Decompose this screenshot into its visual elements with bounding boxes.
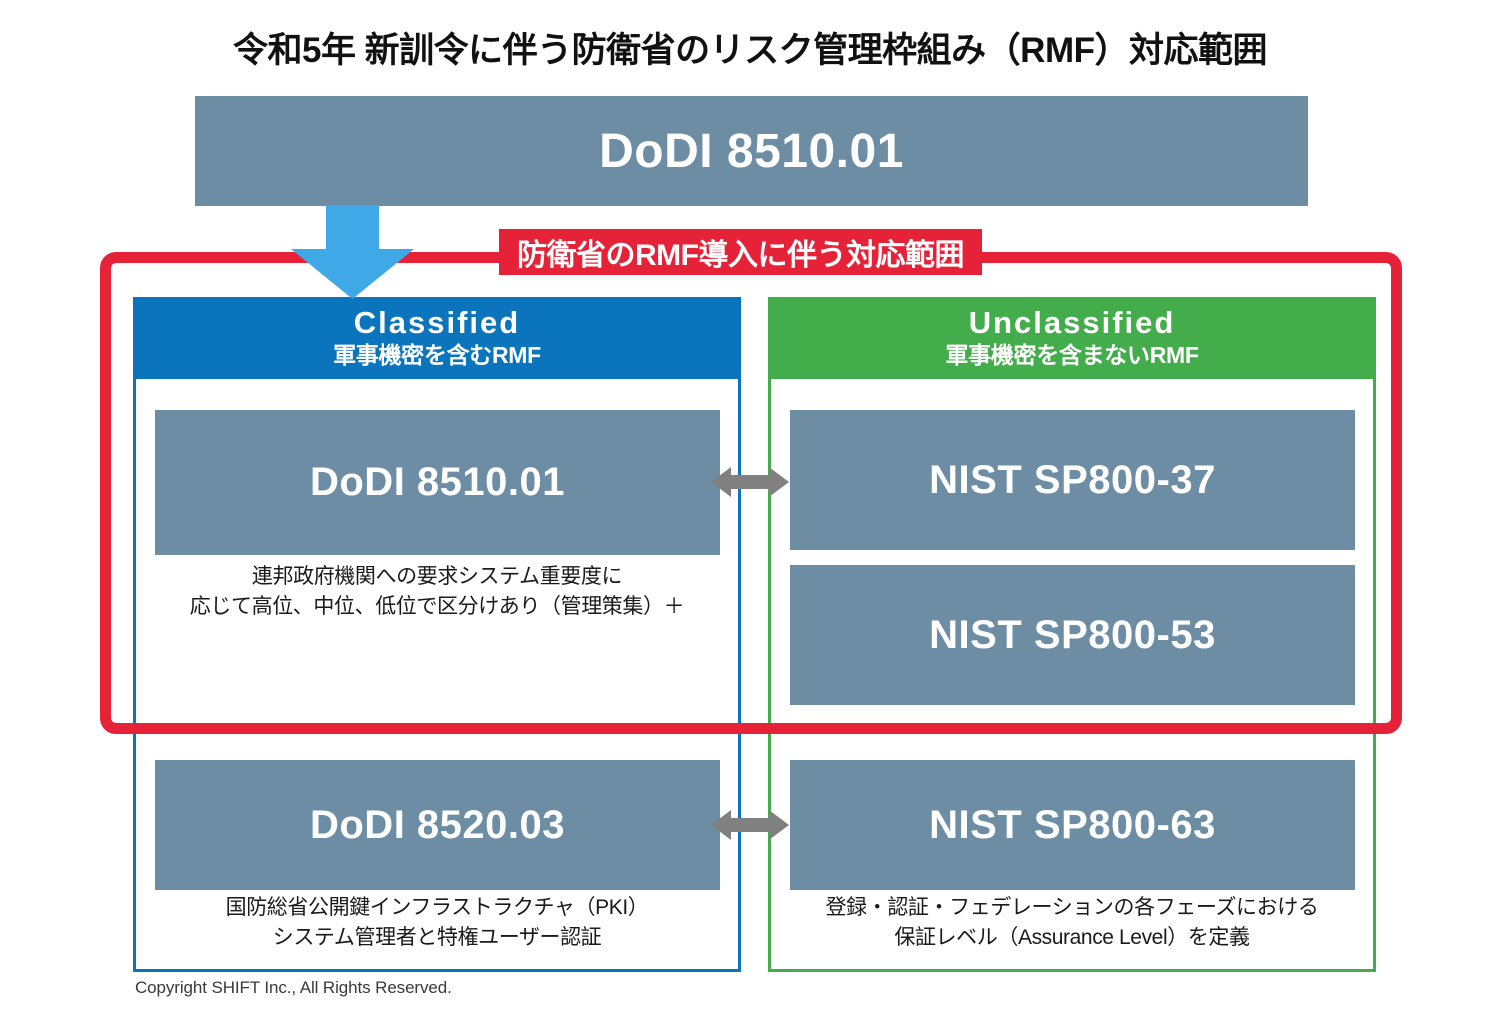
standard-box-dodi-8520-label: DoDI 8520.03: [309, 802, 566, 847]
standard-box-nist-sp800-63: NIST SP800-63: [790, 760, 1355, 890]
double-headed-arrow-icon-top: [711, 465, 789, 499]
column-classified-title-ja: 軍事機密を含むRMF: [333, 341, 541, 368]
column-unclassified-title-ja: 軍事機密を含まないRMF: [945, 341, 1199, 368]
standard-box-nist-sp800-53: NIST SP800-53: [790, 565, 1355, 705]
column-unclassified-header: Unclassified 軍事機密を含まないRMF: [768, 297, 1376, 379]
standard-box-nist-sp800-37-label: NIST SP800-37: [929, 457, 1216, 502]
caption-line: 登録・認証・フェデレーションの各フェーズにおける: [825, 896, 1319, 919]
caption-line: システム管理者と特権ユーザー認証: [272, 925, 602, 949]
standard-box-dodi-8510: DoDI 8510.01: [155, 410, 720, 555]
caption-line: 連邦政府機関への要求システム重要度に: [251, 565, 623, 588]
caption-line: 応じて高位、中位、低位で区分けあり（管理策集）＋: [189, 594, 685, 618]
column-unclassified-title-en: Unclassified: [968, 304, 1176, 340]
caption-dodi-8510: 連邦政府機関への要求システム重要度に 応じて高位、中位、低位で区分けあり（管理策…: [133, 562, 741, 622]
double-headed-arrow-icon-bottom: [711, 808, 789, 842]
standard-box-nist-sp800-53-label: NIST SP800-53: [929, 612, 1216, 657]
standard-box-dodi-8510-label: DoDI 8510.01: [309, 460, 566, 504]
down-arrow-icon: [290, 205, 415, 300]
footer-copyright: Copyright SHIFT Inc., All Rights Reserve…: [135, 978, 452, 997]
column-classified: Classified 軍事機密を含むRMF: [133, 297, 741, 972]
scope-label: 防衛省のRMF導入に伴う対応範囲: [499, 229, 982, 275]
caption-line: 国防総省公開鍵インフラストラクチャ（PKI）: [225, 896, 649, 919]
standard-box-dodi-8520: DoDI 8520.03: [155, 760, 720, 890]
caption-dodi-8520: 国防総省公開鍵インフラストラクチャ（PKI） システム管理者と特権ユーザー認証: [133, 893, 741, 953]
top-banner-dodi-8510: DoDI 8510.01: [195, 96, 1308, 206]
top-banner-label: DoDI 8510.01: [599, 124, 904, 178]
caption-nist-sp800-63: 登録・認証・フェデレーションの各フェーズにおける 保証レベル（Assurance…: [768, 893, 1376, 953]
column-classified-header: Classified 軍事機密を含むRMF: [133, 297, 741, 379]
standard-box-nist-sp800-63-label: NIST SP800-63: [929, 802, 1216, 847]
caption-line: 保証レベル（Assurance Level）を定義: [894, 925, 1250, 949]
page-title: 令和5年 新訓令に伴う防衛省のリスク管理枠組み（RMF）対応範囲: [232, 31, 1268, 70]
standard-box-nist-sp800-37: NIST SP800-37: [790, 410, 1355, 550]
column-classified-title-en: Classified: [353, 304, 521, 340]
column-unclassified: Unclassified 軍事機密を含まないRMF: [768, 297, 1376, 972]
